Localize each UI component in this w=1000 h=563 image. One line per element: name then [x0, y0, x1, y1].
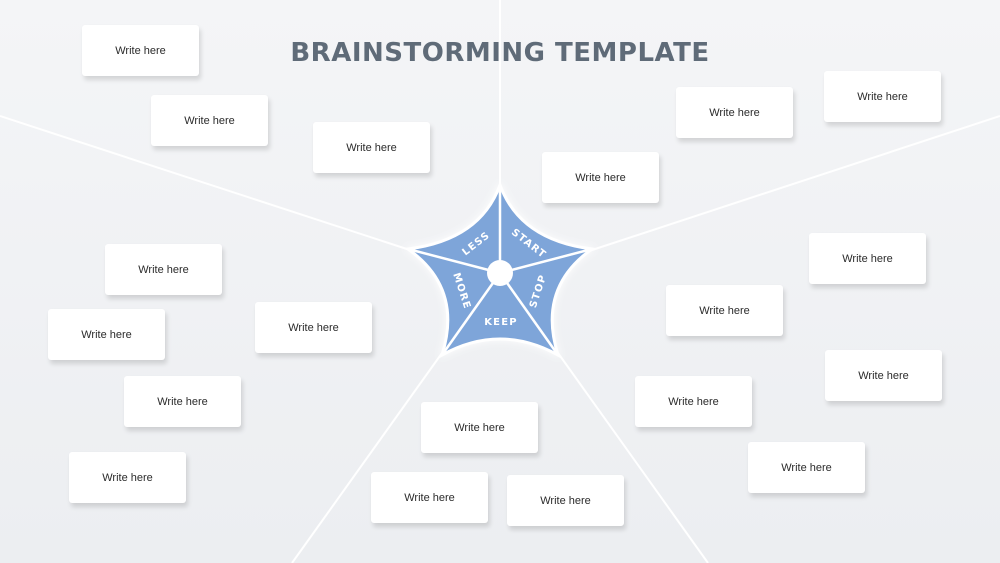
idea-card[interactable]: Write here: [255, 302, 372, 353]
idea-card[interactable]: Write here: [507, 475, 624, 526]
page-title: BRAINSTORMING TEMPLATE: [290, 38, 710, 68]
idea-card[interactable]: Write here: [824, 71, 941, 122]
idea-card[interactable]: Write here: [105, 244, 222, 295]
idea-card[interactable]: Write here: [82, 25, 199, 76]
idea-card[interactable]: Write here: [676, 87, 793, 138]
star-center: [487, 260, 513, 286]
idea-card[interactable]: Write here: [635, 376, 752, 427]
idea-card[interactable]: Write here: [421, 402, 538, 453]
segment-label-keep: KEEP: [484, 317, 518, 328]
idea-card[interactable]: Write here: [48, 309, 165, 360]
idea-card[interactable]: Write here: [825, 350, 942, 401]
idea-card[interactable]: Write here: [542, 152, 659, 203]
idea-card[interactable]: Write here: [313, 122, 430, 173]
idea-card[interactable]: Write here: [124, 376, 241, 427]
idea-card[interactable]: Write here: [69, 452, 186, 503]
idea-card[interactable]: Write here: [666, 285, 783, 336]
idea-card[interactable]: Write here: [151, 95, 268, 146]
idea-card[interactable]: Write here: [371, 472, 488, 523]
idea-card[interactable]: Write here: [748, 442, 865, 493]
idea-card[interactable]: Write here: [809, 233, 926, 284]
